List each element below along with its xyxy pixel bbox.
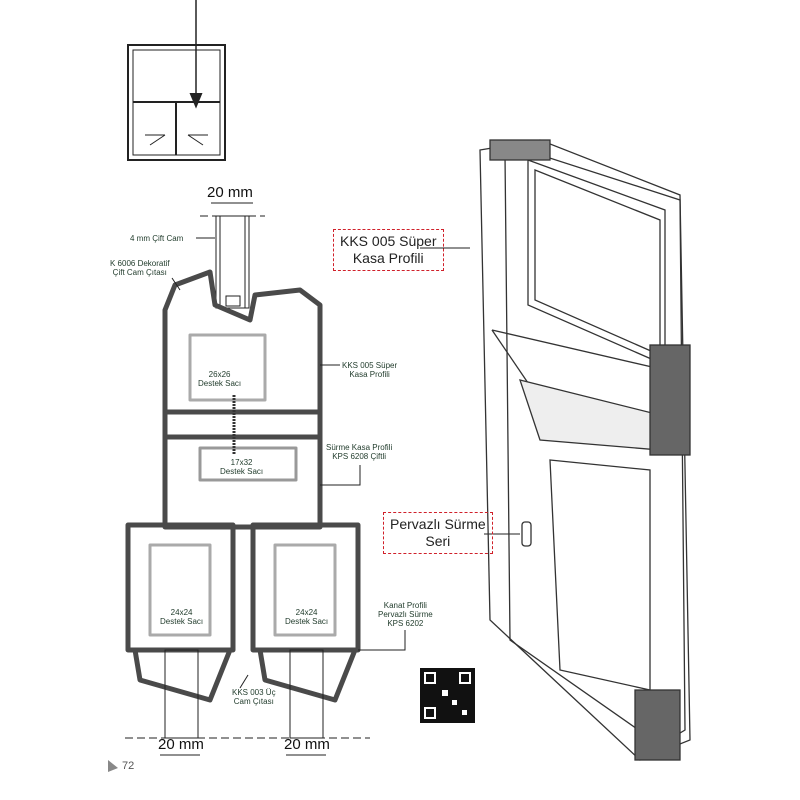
frame-profile (162, 269, 323, 530)
dimension-bottom-right: 20 mm (284, 736, 330, 753)
dimension-top: 20 mm (207, 184, 253, 201)
leader-lines (171, 237, 520, 689)
qr-code (420, 668, 475, 723)
window-icon (127, 0, 226, 161)
door-perspective (479, 139, 691, 761)
page-marker-icon (108, 760, 118, 772)
dimension-bottom-left: 20 mm (158, 736, 204, 753)
bottom-glass (125, 649, 370, 756)
page-number: 72 (122, 760, 135, 772)
top-glass (200, 202, 265, 309)
label-glass: 4 mm Çift Cam (130, 234, 184, 243)
